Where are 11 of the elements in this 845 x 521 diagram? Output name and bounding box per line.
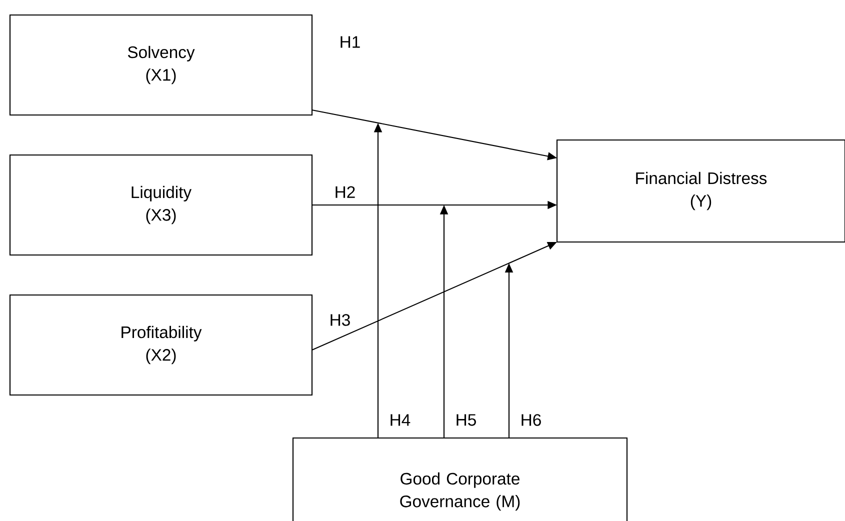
edge-label: H5	[454, 412, 478, 428]
box: Profitability (X2)	[9, 294, 313, 396]
edge-label: H3	[328, 312, 352, 328]
box: Good Corporate Governance (M)	[292, 437, 628, 521]
edge-label: H1	[338, 34, 362, 50]
box: Financial Distress (Y)	[556, 139, 845, 243]
box: Solvency (X1)	[9, 14, 313, 116]
edge-label: H2	[333, 184, 357, 200]
edge-label: H6	[519, 412, 543, 428]
edge-label: H4	[388, 412, 412, 428]
box: Liquidity (X3)	[9, 154, 313, 256]
